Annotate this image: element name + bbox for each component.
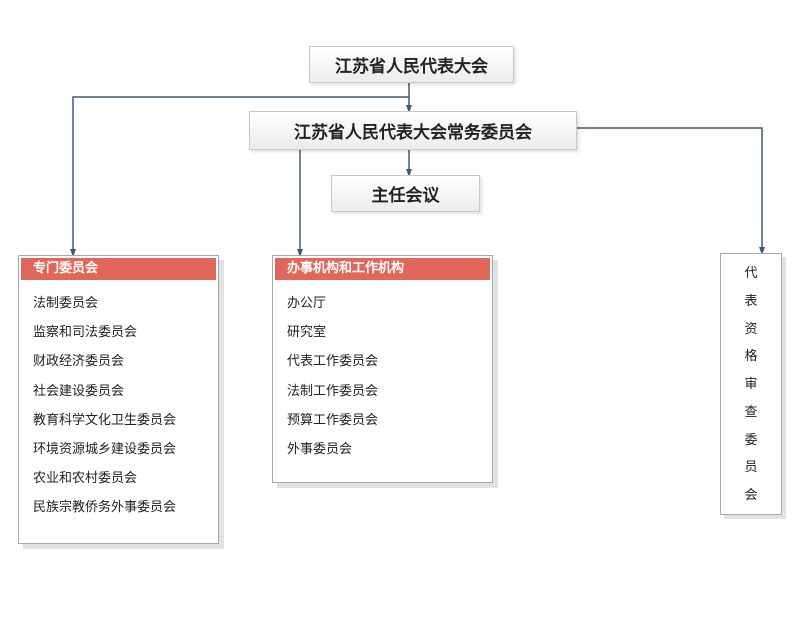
- list-item: 法制工作委员会: [287, 383, 379, 399]
- list-item: 农业和农村委员会: [33, 471, 138, 487]
- vertical-char: 资: [744, 321, 758, 337]
- list-item: 研究室: [287, 325, 327, 341]
- list-item: 法制委员会: [33, 296, 99, 311]
- list-item: 社会建设委员会: [33, 383, 125, 399]
- list-item: 监察和司法委员会: [33, 325, 138, 341]
- vertical-char: 会: [744, 488, 758, 504]
- vertical-char: 格: [744, 349, 758, 365]
- list-item: 外事委员会: [287, 441, 353, 457]
- vertical-char: 委: [744, 432, 758, 448]
- list-item: 预算工作委员会: [287, 412, 379, 428]
- vertical-char: 查: [744, 404, 758, 420]
- vertical-char: 代: [744, 266, 758, 281]
- line-to-credentials: [577, 127, 765, 255]
- list-item: 办公厅: [287, 296, 327, 311]
- vertical-char: 表: [744, 293, 758, 309]
- node-congress: 江苏省人民代表大会: [309, 46, 514, 83]
- list-item: 代表工作委员会: [287, 354, 379, 370]
- list-item: 民族宗教侨务外事委员会: [33, 500, 177, 516]
- working-bodies-panel: 办事机构和工作机构 办公厅 研究室 代表工作委员会 法制工作委员会 预算工作委员…: [272, 255, 493, 483]
- credentials-committee-panel: 代 表 资 格 审 查 委 员 会: [720, 253, 782, 515]
- list-item: 教育科学文化卫生委员会: [33, 412, 177, 428]
- list-item: 环境资源城乡建设委员会: [33, 441, 177, 457]
- list-item: 财政经济委员会: [33, 354, 125, 370]
- line-to-special-committees: [70, 96, 409, 257]
- working-bodies-title: 办事机构和工作机构: [275, 258, 490, 280]
- vertical-char: 员: [744, 460, 758, 476]
- special-committees-panel: 专门委员会 法制委员会 监察和司法委员会 财政经济委员会 社会建设委员会 教育科…: [18, 255, 219, 544]
- vertical-char: 审: [744, 377, 758, 393]
- node-directors-meeting: 主任会议: [331, 175, 480, 212]
- special-committees-title: 专门委员会: [21, 258, 216, 280]
- node-standing-committee: 江苏省人民代表大会常务委员会: [249, 111, 577, 150]
